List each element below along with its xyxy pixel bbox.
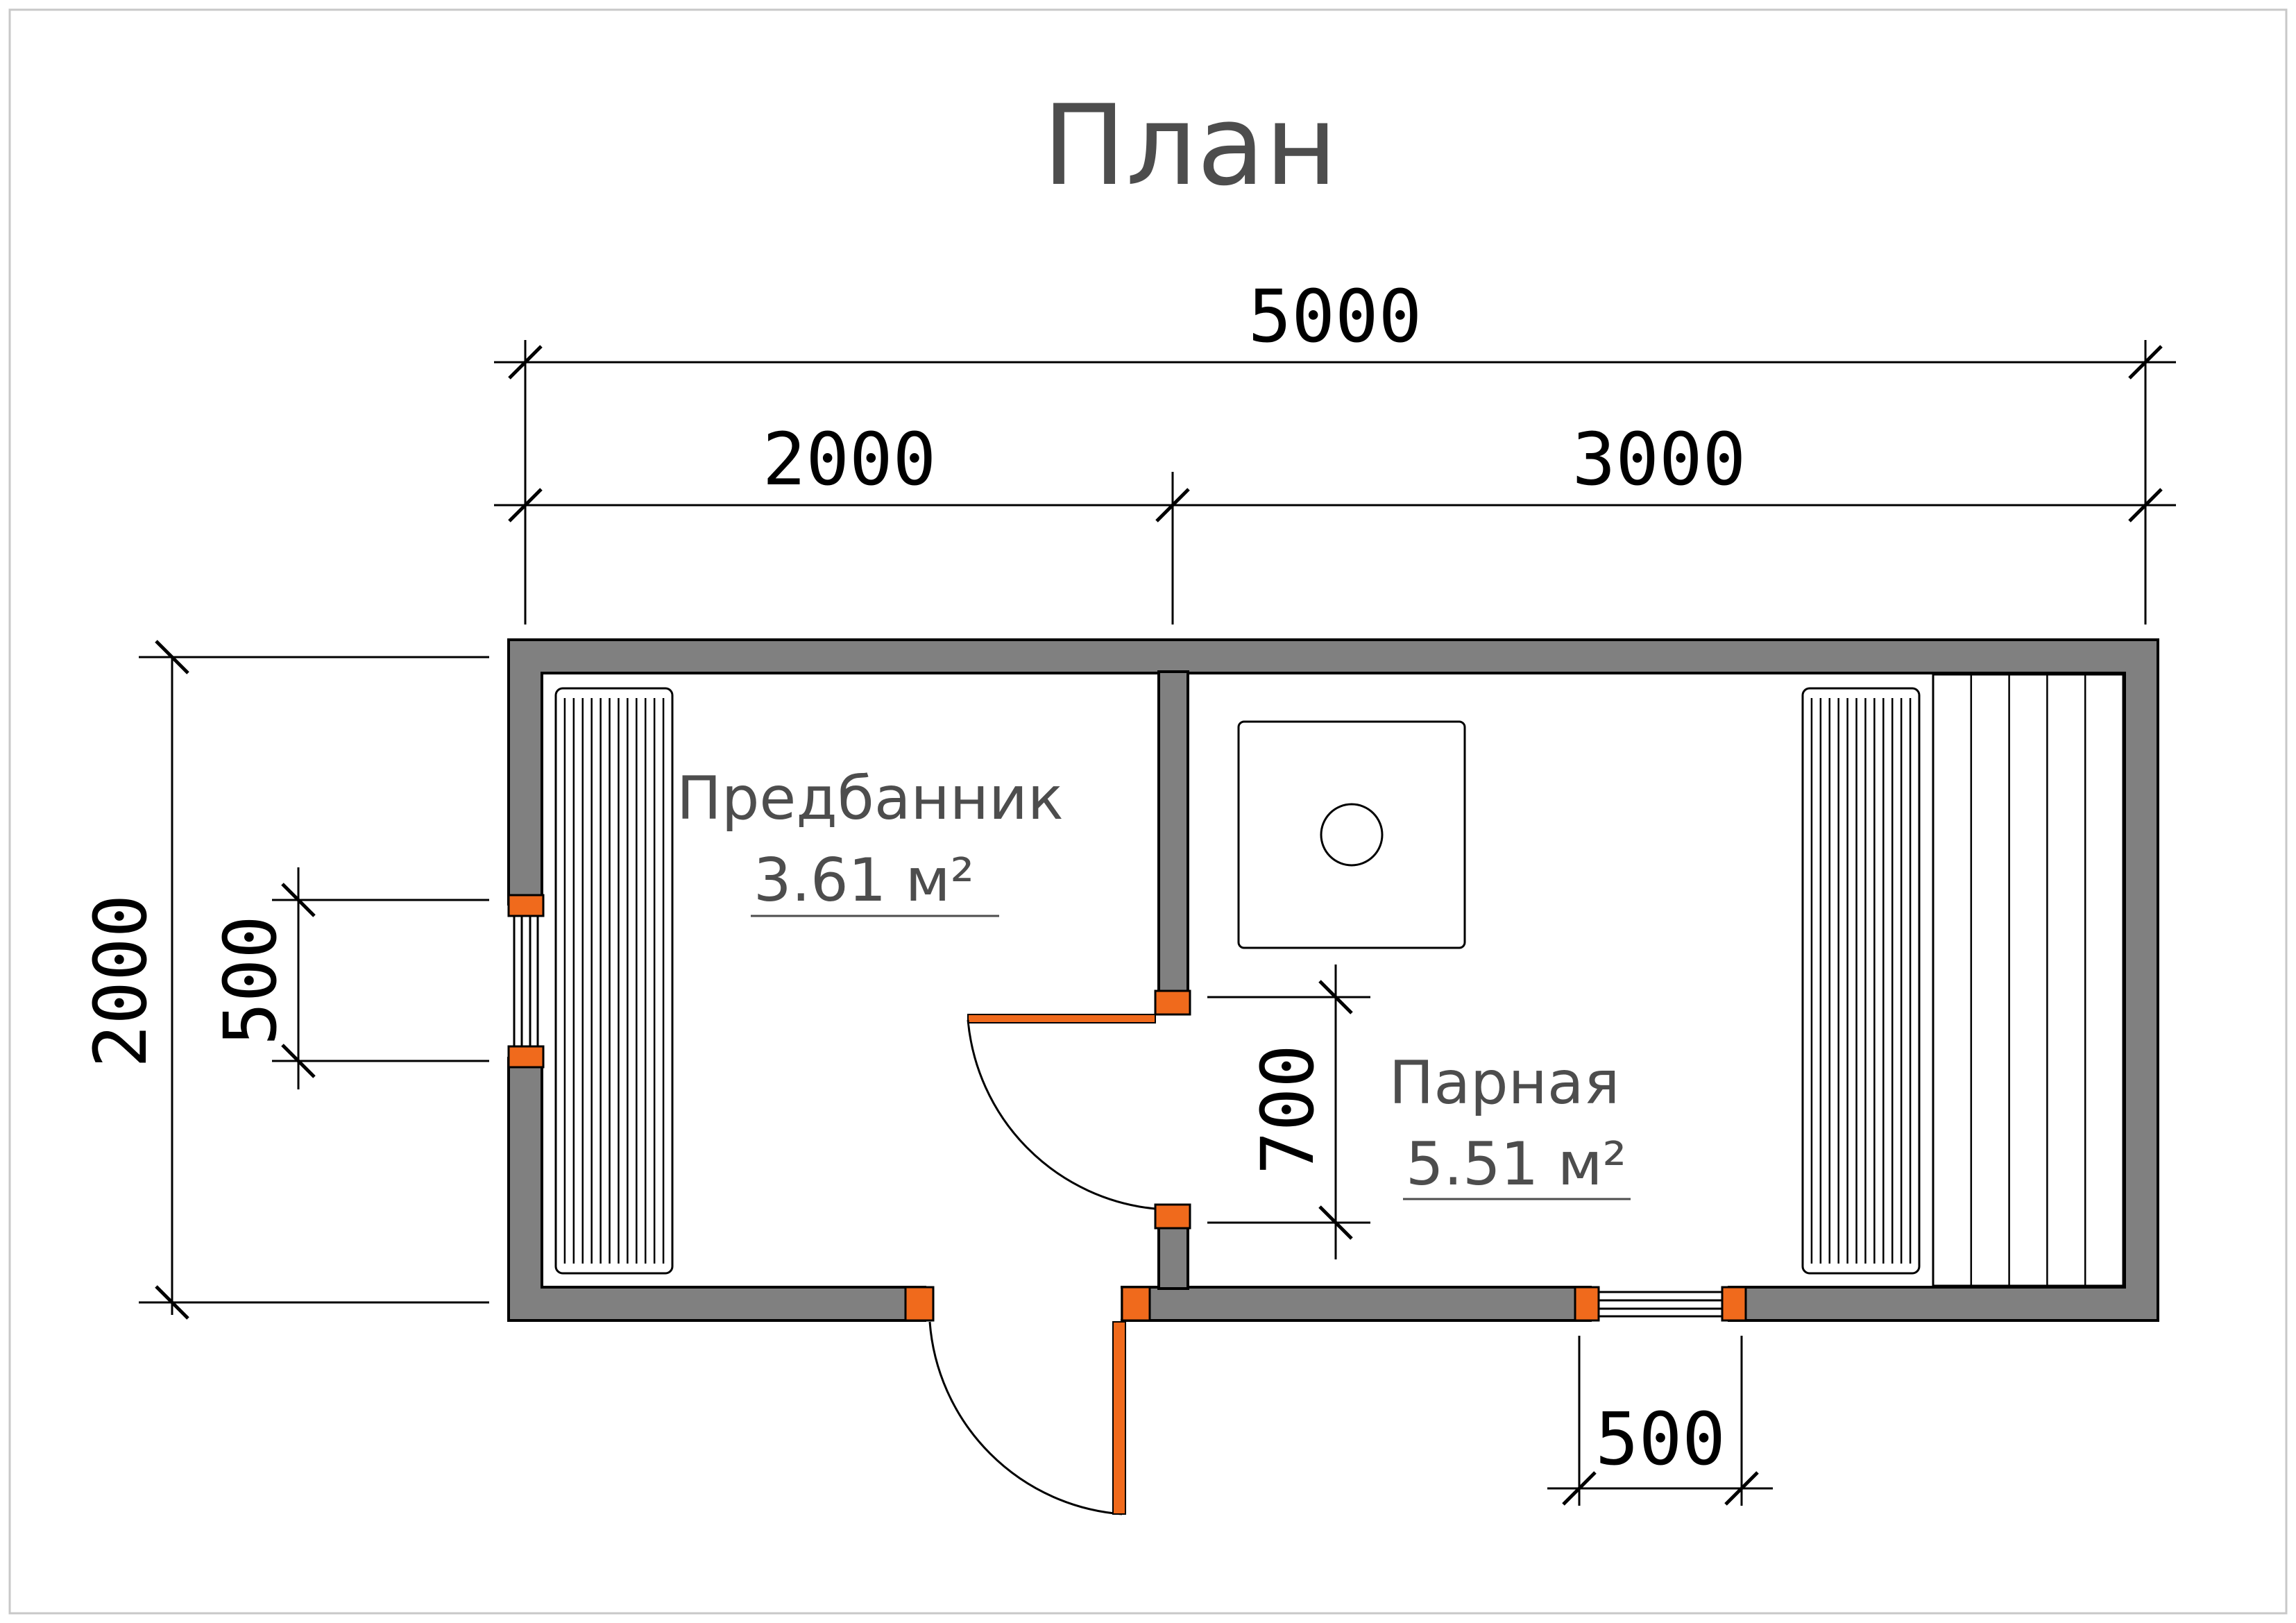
left-window	[507, 894, 545, 1069]
bench-frame	[554, 687, 674, 1275]
tick	[1724, 1471, 1759, 1506]
room-area: 5.51 м²	[1406, 1130, 1626, 1199]
tick	[1562, 1471, 1597, 1506]
plan-title: План	[1042, 80, 1337, 210]
tick	[1155, 488, 1190, 522]
tick	[155, 1285, 189, 1320]
room-name: Предбанник	[677, 764, 1064, 833]
stove	[1237, 720, 1466, 949]
tick	[2128, 488, 2163, 522]
bench-frame	[1801, 687, 1921, 1275]
bench-predbannik	[554, 687, 674, 1275]
dim-label-overall-width: 5000	[1248, 274, 1422, 359]
right-window-dimension: 500	[1547, 1336, 1773, 1506]
tick	[155, 640, 189, 674]
interior-door-dimension: 700	[1207, 965, 1370, 1259]
interior-door-opening	[1157, 1008, 1190, 1214]
door-jamb	[1121, 1286, 1151, 1322]
door-jamb	[1154, 1203, 1191, 1230]
right-window	[1574, 1286, 1747, 1322]
door-jamb	[1154, 989, 1191, 1016]
entrance-door-opening	[926, 1285, 1121, 1323]
dim-label-overall-depth: 2000	[78, 894, 163, 1068]
tick	[281, 883, 316, 917]
window-frame	[507, 1045, 545, 1069]
tick	[508, 345, 543, 380]
window-frame	[1721, 1286, 1747, 1322]
top-dimensions: 5000 2000 3000	[494, 274, 2176, 624]
dim-label-interior-door: 700	[1245, 1044, 1330, 1175]
page-border	[8, 8, 2288, 1615]
entrance-door	[904, 1286, 1151, 1515]
interior-door	[967, 989, 1191, 1230]
room-label-parnaya: Парная 5.51 м²	[1389, 1048, 1631, 1200]
tick	[1318, 1205, 1353, 1240]
tick	[508, 488, 543, 522]
window-frame	[1574, 1286, 1600, 1322]
shelf-frame	[1932, 673, 2125, 1287]
dim-label-left-window: 500	[208, 915, 293, 1046]
tick	[1318, 980, 1353, 1014]
upper-shelf	[1932, 673, 2125, 1287]
room-area: 3.61 м²	[754, 846, 974, 915]
dim-label-right-window: 500	[1595, 1397, 1726, 1481]
tick	[2128, 345, 2163, 380]
dim-label-right-section: 3000	[1572, 417, 1746, 502]
door-swing-arc	[928, 1321, 1123, 1515]
door-leaf	[1112, 1321, 1126, 1515]
door-leaf	[967, 1014, 1156, 1023]
stove-burner	[1320, 803, 1384, 867]
bench-parnaya	[1801, 687, 1921, 1275]
tick	[281, 1044, 316, 1078]
window-frame	[507, 894, 545, 917]
room-name: Парная	[1389, 1048, 1620, 1118]
door-jamb	[904, 1286, 935, 1322]
room-label-predbannik: Предбанник 3.61 м²	[677, 764, 1064, 917]
left-dimensions: 2000 500	[78, 640, 489, 1320]
door-swing-arc	[967, 1019, 1156, 1210]
dim-label-left-section: 2000	[763, 417, 936, 502]
